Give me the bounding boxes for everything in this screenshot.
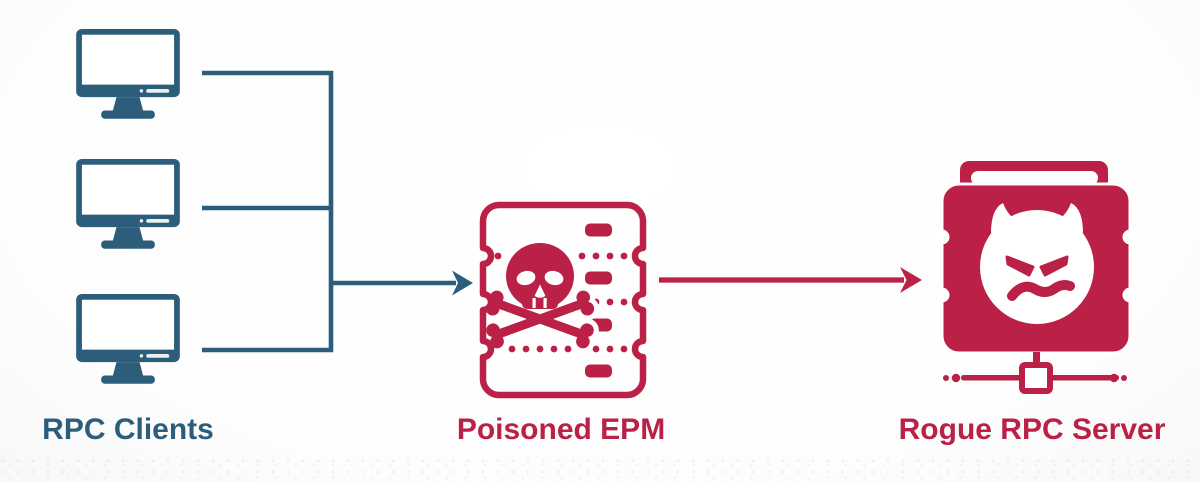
monitor-bezel-slot <box>146 88 170 93</box>
skull-tooth-gap-2 <box>543 298 547 308</box>
monitor-screen <box>81 164 175 215</box>
desktop-monitor-icon <box>76 158 180 249</box>
devil-horn-right <box>1050 203 1083 233</box>
server-side-notches <box>934 229 1138 303</box>
rpc-client-node-3 <box>75 293 181 389</box>
skull-eye-left <box>516 270 536 286</box>
devil-mouth <box>1007 280 1075 301</box>
rpc-client-node-2 <box>75 158 181 254</box>
devil-horn-left <box>991 203 1024 233</box>
desktop-monitor-icon <box>76 28 180 119</box>
server-handle-slot <box>971 171 1098 185</box>
skull-nose <box>534 284 546 298</box>
network-stem <box>1033 352 1040 369</box>
monitor-screen <box>81 34 175 85</box>
arrow-clients-to-epm-head <box>452 270 473 296</box>
rack-outline <box>479 201 647 399</box>
monitor-bezel-slot <box>146 218 170 223</box>
rogue-rpc-server-node <box>933 153 1138 401</box>
server-devil-face-icon <box>934 161 1138 394</box>
poisoned-epm-node <box>473 198 653 402</box>
rogue-rpc-server-label: Rogue RPC Server <box>898 413 1166 446</box>
dot-row-3 <box>494 345 628 353</box>
poisoned-epm-label: Poisoned EPM <box>456 413 666 446</box>
monitor-screen <box>81 299 175 350</box>
skull <box>506 243 574 309</box>
network-line-dots <box>943 373 1127 383</box>
monitor-base <box>101 375 155 384</box>
monitor-bezel-dot <box>139 89 144 93</box>
monitor-base <box>101 110 155 119</box>
monitor-bezel-dot <box>139 354 144 358</box>
monitor-stand <box>112 97 144 112</box>
monitor-bezel-dot <box>139 219 144 223</box>
devil-eye-right <box>1039 255 1069 277</box>
clients-bus-line <box>202 70 334 353</box>
monitor-base <box>101 240 155 249</box>
monitor-stand <box>112 227 144 242</box>
desktop-monitor-icon <box>76 293 180 384</box>
arrow-epm-to-server-head <box>900 267 922 293</box>
rpc-clients-label: RPC Clients <box>42 413 214 446</box>
devil-face <box>980 203 1094 324</box>
skull-eye-right <box>544 270 564 286</box>
devil-eye-left <box>1005 255 1035 277</box>
monitor-stand <box>112 362 144 377</box>
network-node-square <box>1019 362 1053 394</box>
rpc-client-node-1 <box>75 28 181 124</box>
monitor-bezel-slot <box>146 353 170 358</box>
database-skull-crossbones-icon <box>479 201 647 399</box>
skull-tooth-gap-1 <box>532 298 536 308</box>
